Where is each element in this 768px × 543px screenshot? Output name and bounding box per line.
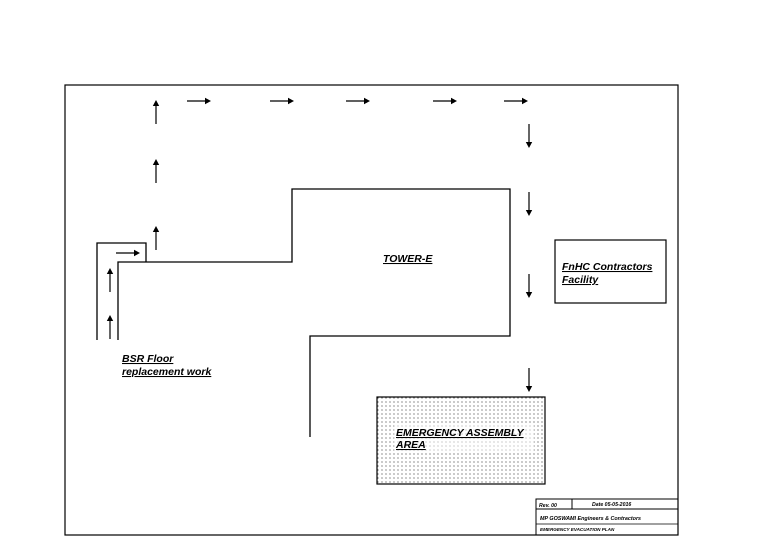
title-block-company: MP GOSWAMI Engineers & Contractors — [540, 516, 641, 522]
drawing-border — [64, 84, 679, 536]
arrow-right-4 — [433, 97, 457, 105]
arrow-right-3-head — [364, 97, 370, 105]
arrow-up-2 — [152, 159, 160, 183]
title-block-date: Date 05-05-2016 — [592, 502, 631, 508]
arrow-up-1-head — [152, 100, 160, 106]
fnhc-facility-box — [554, 239, 667, 304]
assembly-label-backdrop — [394, 424, 534, 452]
arrow-down-3-head — [525, 292, 533, 298]
arrow-right-3 — [346, 97, 370, 105]
tower-label: TOWER-E — [383, 253, 433, 265]
bsr-label-line1: BSR Floor — [122, 353, 174, 365]
tower-e-outline — [117, 188, 511, 437]
arrow-right-1 — [187, 97, 211, 105]
arrow-right-bsr — [116, 249, 140, 257]
arrow-down-4 — [525, 368, 533, 392]
title-block: Rev. 00 Date 05-05-2016 MP GOSWAMI Engin… — [535, 498, 679, 536]
title-block-frame — [535, 498, 679, 536]
arrow-up-bsr-1-head — [106, 268, 114, 274]
title-block-plan-title: EMERGENCY EVACUATION PLAN — [540, 527, 615, 532]
arrow-up-2-head — [152, 159, 160, 165]
facility-label-line2: Facility — [562, 274, 599, 286]
arrow-down-1-head — [525, 142, 533, 148]
arrow-right-5 — [504, 97, 528, 105]
arrow-right-2 — [270, 97, 294, 105]
arrow-right-bsr-head — [134, 249, 140, 257]
arrow-up-1 — [152, 100, 160, 124]
arrow-down-2 — [525, 192, 533, 216]
bsr-work-outline — [96, 242, 147, 340]
arrow-right-4-head — [451, 97, 457, 105]
bsr-label-line2: replacement work — [122, 366, 212, 378]
arrow-down-2-head — [525, 210, 533, 216]
evacuation-route-arrows — [106, 97, 533, 392]
arrow-down-1 — [525, 124, 533, 148]
facility-label-line1: FnHC Contractors — [562, 261, 653, 273]
arrow-right-5-head — [522, 97, 528, 105]
arrow-right-1-head — [205, 97, 211, 105]
arrow-up-3-head — [152, 226, 160, 232]
assembly-label-line1: EMERGENCY ASSEMBLY — [396, 427, 525, 439]
arrow-right-2-head — [288, 97, 294, 105]
arrow-down-3 — [525, 274, 533, 298]
arrow-up-bsr-1 — [106, 268, 114, 292]
title-block-rev: Rev. 00 — [539, 503, 557, 509]
assembly-label-line2: AREA — [395, 439, 426, 451]
arrow-up-3 — [152, 226, 160, 250]
arrow-up-bsr-2 — [106, 315, 114, 339]
arrow-up-bsr-2-head — [106, 315, 114, 321]
arrow-down-4-head — [525, 386, 533, 392]
